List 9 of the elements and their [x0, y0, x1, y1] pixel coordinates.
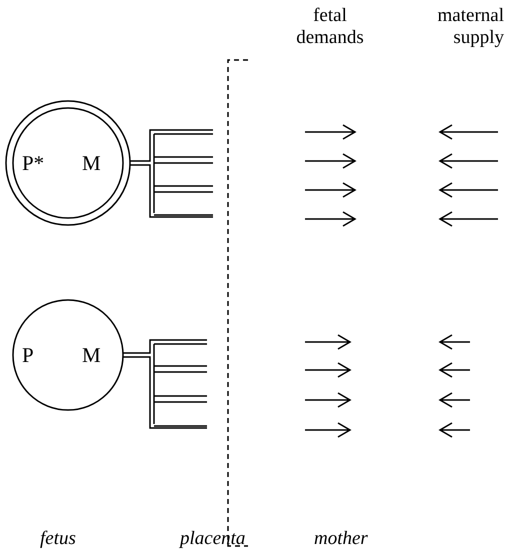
region-label: mother [314, 528, 369, 550]
column-heading: maternal supply [436, 5, 504, 49]
gene-letter: M [82, 151, 101, 175]
column-heading: fetal demands [295, 5, 365, 49]
gene-letter: P* [22, 151, 44, 175]
region-label: fetus [40, 528, 77, 550]
gene-letter: M [82, 343, 101, 367]
region-label: placenta [180, 528, 246, 550]
gene-letter: P [22, 343, 34, 367]
